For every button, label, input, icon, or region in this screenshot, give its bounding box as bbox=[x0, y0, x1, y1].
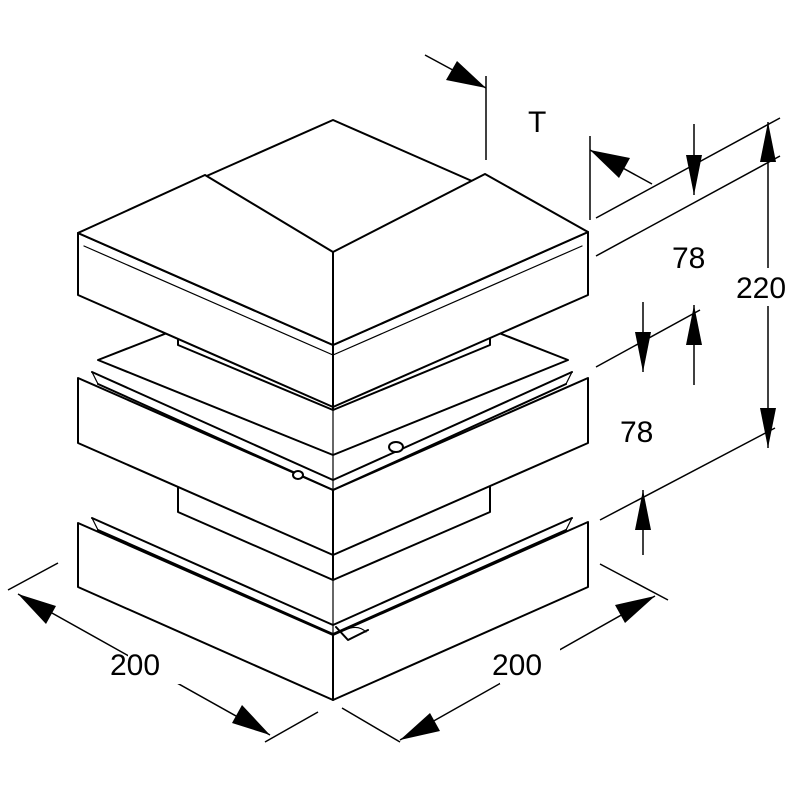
dimension-thickness: T bbox=[424, 54, 653, 220]
middle-height-label: 78 bbox=[620, 416, 653, 449]
dimension-cover-height: 78 bbox=[595, 117, 781, 275]
dimension-total-height: 220 bbox=[736, 122, 798, 448]
dimension-left-width: 200 bbox=[7, 562, 319, 743]
screw-hole bbox=[292, 470, 304, 480]
dimension-right-width: 200 bbox=[341, 563, 669, 743]
screw-hole bbox=[388, 441, 404, 453]
dimension-middle-height: 78 bbox=[595, 302, 776, 555]
cover-height-label: 78 bbox=[672, 242, 705, 275]
cover bbox=[77, 119, 589, 408]
total-height-label: 220 bbox=[736, 272, 786, 305]
thickness-label: T bbox=[528, 106, 546, 139]
left-width-label: 200 bbox=[110, 649, 160, 682]
right-width-label: 200 bbox=[492, 649, 542, 682]
